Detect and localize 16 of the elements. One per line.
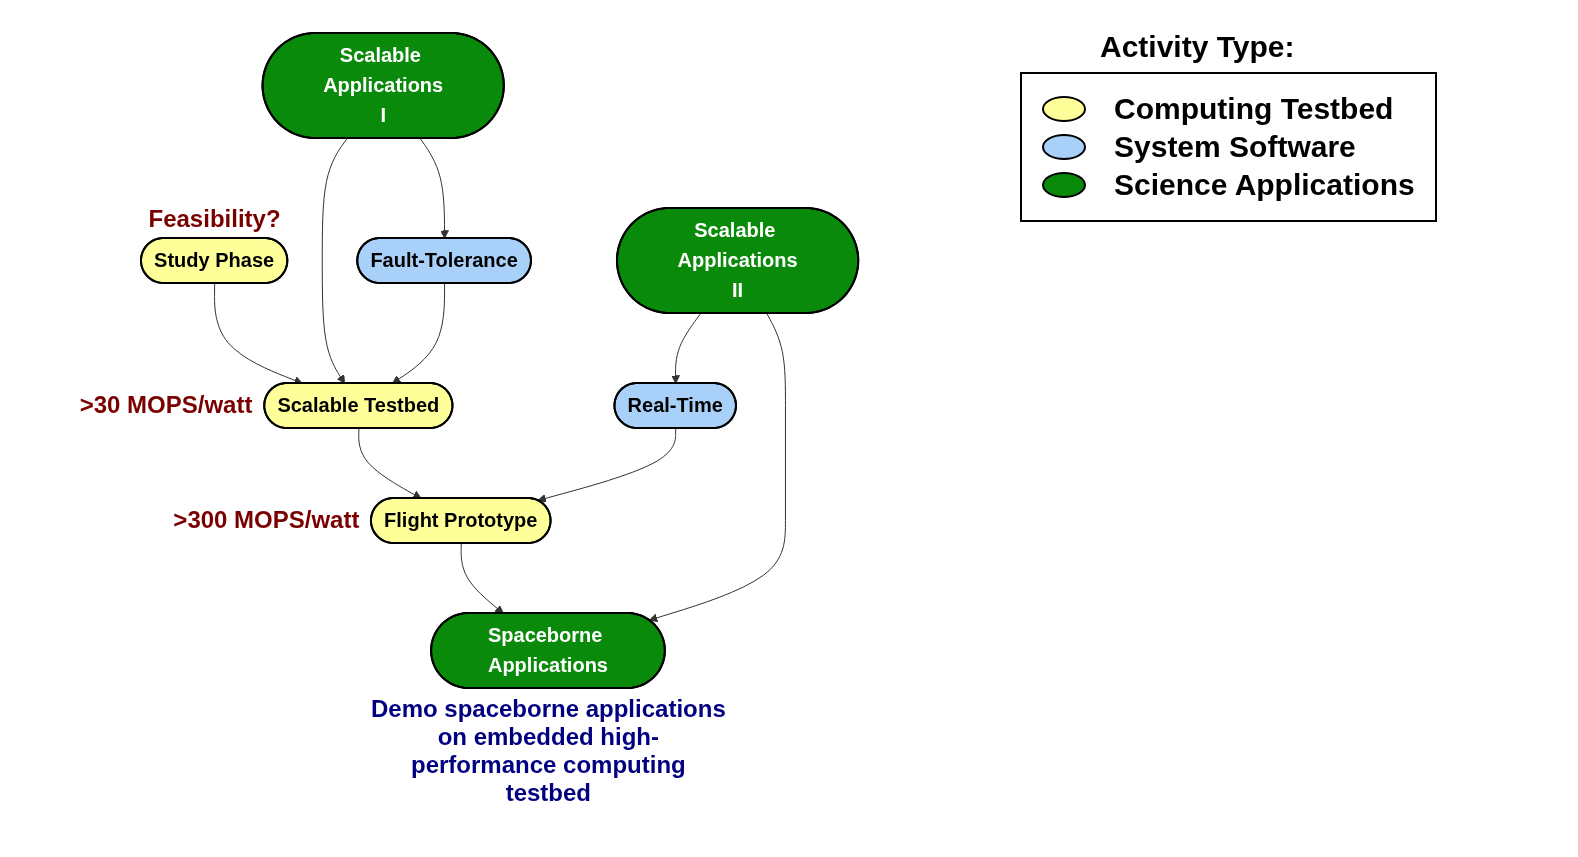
arrow (420, 137, 450, 239)
annotation-text: >30 MOPS/watt (79, 391, 253, 419)
legend-title: Activity Type: (1100, 30, 1295, 64)
annotation-text: Feasibility? (148, 205, 281, 234)
legend-text: Computing Testbed (1114, 92, 1394, 126)
arrow (537, 427, 677, 503)
legend-text: System Software (1114, 130, 1356, 164)
arrow (322, 137, 349, 384)
legend-text: Science Applications (1114, 168, 1415, 202)
arrow (461, 542, 505, 614)
arrow (358, 427, 422, 499)
annotation-text: >300 MOPS/watt (173, 506, 360, 534)
arrow (392, 282, 446, 384)
annotation-text: Demo spaceborne applications on embedded high-performance computing testbed (369, 695, 727, 808)
arrow (649, 312, 787, 622)
arrow (671, 312, 702, 384)
